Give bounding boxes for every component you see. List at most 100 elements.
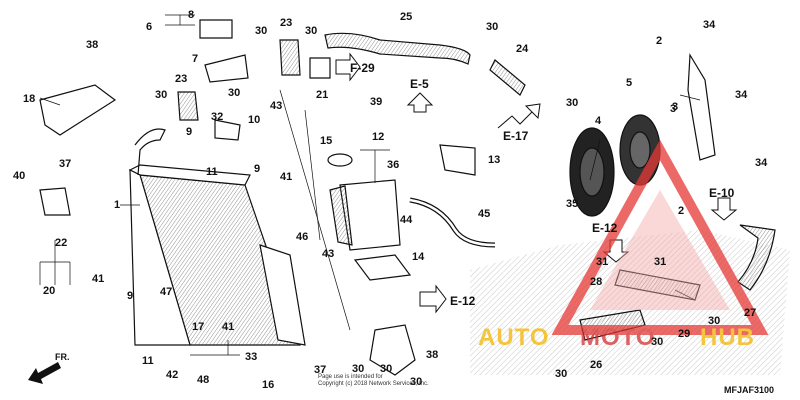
e-5-arrow-icon <box>406 92 434 113</box>
callout-35: 35 <box>566 198 578 210</box>
callout-3: 3 <box>670 103 676 115</box>
callout-38: 38 <box>426 349 438 361</box>
callout-23: 23 <box>280 17 292 29</box>
callout-6: 6 <box>146 21 152 33</box>
callout-34: 34 <box>755 157 768 169</box>
callout-26: 26 <box>590 359 602 371</box>
callout-2: 2 <box>678 205 684 217</box>
callout-27: 27 <box>744 307 756 319</box>
callout-41: 41 <box>280 171 292 183</box>
callout-43: 43 <box>270 100 282 112</box>
callout-30: 30 <box>651 336 663 348</box>
e-12-arrow-icon <box>419 284 447 314</box>
callout-16: 16 <box>262 379 274 391</box>
callout-36: 36 <box>387 159 399 171</box>
ref-e-17: E-17 <box>503 129 529 143</box>
callout-30: 30 <box>555 368 567 380</box>
callout-8: 8 <box>188 9 194 21</box>
diagram-code: MFJAF3100 <box>724 385 774 395</box>
callout-34: 34 <box>703 19 716 31</box>
callout-37: 37 <box>59 158 71 170</box>
callout-32: 32 <box>211 111 223 123</box>
callout-11: 11 <box>142 355 154 367</box>
hatched-background-area <box>470 230 790 375</box>
callout-39: 39 <box>370 96 382 108</box>
callout-30: 30 <box>305 25 317 37</box>
callout-42: 42 <box>166 369 178 381</box>
hose-45 <box>409 197 496 248</box>
callout-46: 46 <box>296 231 308 243</box>
callout-45: 45 <box>478 208 490 220</box>
reserve-tank <box>327 153 401 251</box>
callout-30: 30 <box>228 87 240 99</box>
ref-f-29: F-29 <box>350 61 375 75</box>
callout-43: 43 <box>322 248 334 260</box>
callout-41: 41 <box>92 273 104 285</box>
callout-30: 30 <box>155 89 167 101</box>
callout-30: 30 <box>410 376 422 388</box>
callout-44: 44 <box>400 214 413 226</box>
callout-30: 30 <box>486 21 498 33</box>
front-direction-arrow-icon <box>28 362 61 384</box>
ref-e-10: E-10 <box>709 186 735 200</box>
callout-11: 11 <box>206 166 218 178</box>
callout-25: 25 <box>400 11 412 23</box>
callout-30: 30 <box>352 363 364 375</box>
callout-40: 40 <box>13 170 25 182</box>
callout-37: 37 <box>314 364 326 376</box>
copyright-line-2: Copyright (c) 2018 Network Services, Inc… <box>318 381 429 387</box>
watermark-logo: AUTO MOTO HUB <box>478 139 769 351</box>
callout-18: 18 <box>23 93 35 105</box>
ref-e-12-lower: E-12 <box>450 294 476 308</box>
callout-22: 22 <box>55 237 67 249</box>
callout-15: 15 <box>320 135 332 147</box>
callout-10: 10 <box>248 114 260 126</box>
callout-30: 30 <box>566 97 578 109</box>
e-10-down-arrow-icon <box>710 197 738 221</box>
callout-4: 4 <box>595 115 602 127</box>
callout-30: 30 <box>708 315 720 327</box>
callout-31: 31 <box>596 256 608 268</box>
callout-9: 9 <box>127 290 133 302</box>
radiator-part-1 <box>128 128 306 346</box>
callout-48: 48 <box>197 374 209 386</box>
leader-lines <box>39 14 701 356</box>
ref-e-5: E-5 <box>410 77 429 91</box>
callout-14: 14 <box>412 251 425 263</box>
callout-3: 3 <box>672 101 678 113</box>
copyright-line-1: Page use is intended for <box>318 374 383 380</box>
hose-45-inner <box>409 198 496 247</box>
callout-24: 24 <box>516 43 529 55</box>
brackets <box>39 19 716 376</box>
front-direction-label: FR. <box>55 352 70 362</box>
ref-e-12-upper: E-12 <box>592 221 618 235</box>
callout-5: 5 <box>626 77 632 89</box>
callout-7: 7 <box>192 53 198 65</box>
callout-47: 47 <box>160 286 172 298</box>
callout-34: 34 <box>735 89 748 101</box>
callout-2: 2 <box>656 35 662 47</box>
callout-23: 23 <box>175 73 187 85</box>
callout-29: 29 <box>678 328 690 340</box>
callout-38: 38 <box>86 39 98 51</box>
callout-31: 31 <box>654 256 666 268</box>
callout-9: 9 <box>186 126 192 138</box>
callout-9: 9 <box>254 163 260 175</box>
callout-33: 33 <box>245 351 257 363</box>
callout-41: 41 <box>222 321 234 333</box>
callout-20: 20 <box>43 285 55 297</box>
callout-17: 17 <box>192 321 204 333</box>
f-29-arrow-icon <box>335 52 361 82</box>
watermark-text-auto: AUTO <box>478 324 550 351</box>
callout-13: 13 <box>488 154 500 166</box>
e-17-arrow-icon <box>497 103 541 129</box>
callout-28: 28 <box>590 276 602 288</box>
callout-1: 1 <box>114 199 120 211</box>
callout-30: 30 <box>380 363 392 375</box>
watermark-text-moto: MOTO <box>580 324 656 351</box>
fan-assembly-part-4 <box>569 114 661 217</box>
callout-12: 12 <box>372 131 384 143</box>
